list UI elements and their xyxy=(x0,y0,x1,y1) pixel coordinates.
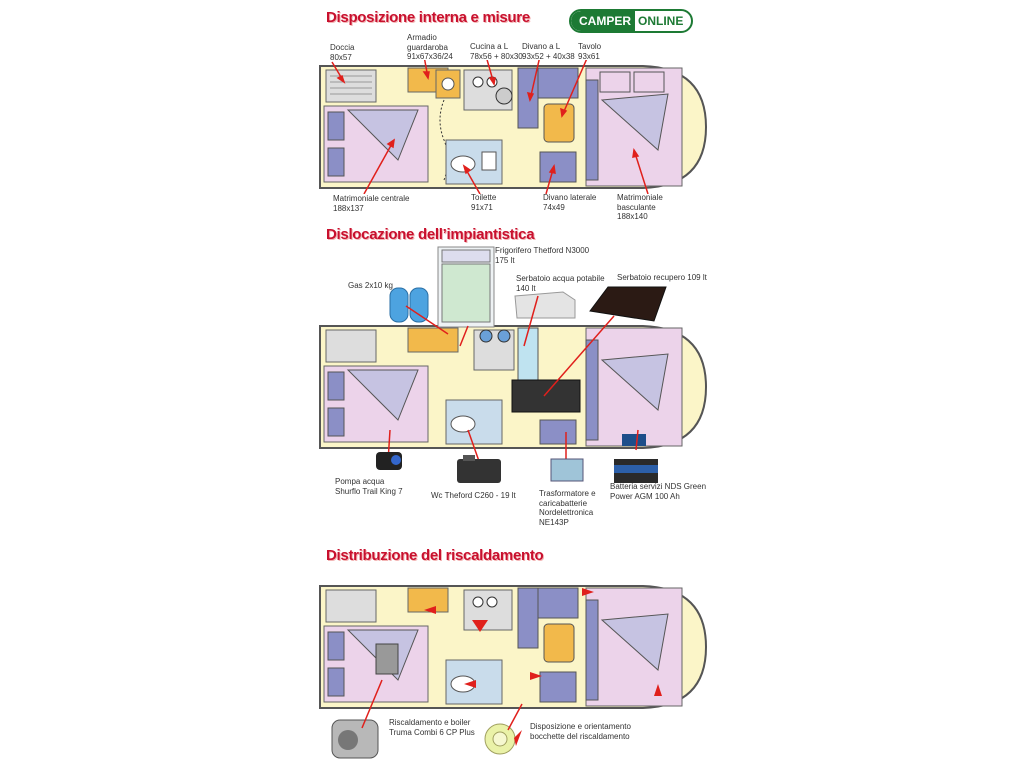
label-cucina: Cucina a L 78x56 + 80x30 xyxy=(470,42,523,61)
floorplan-systems xyxy=(319,325,708,449)
label-pompa: Pompa acqua Shurflo Trail King 7 xyxy=(335,477,403,496)
section-title-heating: Distribuzione del riscaldamento xyxy=(326,547,544,564)
fridge-icon xyxy=(437,246,495,328)
logo-part-online: ONLINE xyxy=(638,14,684,28)
heater-icon xyxy=(331,719,379,759)
label-gas: Gas 2x10 kg xyxy=(348,281,393,290)
label-riscaldamento: Riscaldamento e boiler Truma Combi 6 CP … xyxy=(389,718,475,737)
clean-water-tank-icon xyxy=(514,291,576,319)
label-divano-laterale: Divano laterale 74x49 xyxy=(543,193,597,212)
floorplan-layout xyxy=(319,60,708,194)
label-serbatoio-recupero: Serbatoio recupero 109 lt xyxy=(617,273,707,282)
label-armadio: Armadio guardaroba 91x67x36/24 xyxy=(407,33,453,61)
label-divano-l: Divano a L 93x52 + 40x38 xyxy=(522,42,575,61)
label-matr-basculante: Matrimoniale basculante 188x140 xyxy=(617,193,663,221)
waste-water-tank-icon xyxy=(589,286,667,322)
wc-cassette-icon xyxy=(457,455,501,483)
label-doccia: Doccia 80x57 xyxy=(330,43,355,62)
gas-bottles-icon xyxy=(389,287,429,323)
section-title-systems: Dislocazione dell’impiantistica xyxy=(326,226,535,243)
battery-icon xyxy=(614,459,658,483)
label-bocchette: Disposizione e orientamento bocchette de… xyxy=(530,722,631,741)
vent-icon xyxy=(484,723,516,755)
label-toilette: Toilette 91x71 xyxy=(471,193,497,212)
label-trasformatore: Trasformatore e caricabatterie Nordelett… xyxy=(539,489,596,527)
label-matr-centrale: Matrimoniale centrale 188x137 xyxy=(333,194,410,213)
arrows-systems xyxy=(387,295,639,465)
pump-icon xyxy=(376,452,402,470)
camperonline-logo: CAMPER ONLINE xyxy=(569,9,693,33)
arrows-heating xyxy=(361,679,523,746)
floorplan-heating xyxy=(319,585,708,709)
label-batteria: Batteria servizi NDS Green Power AGM 100… xyxy=(610,482,707,501)
logo-part-camper: CAMPER xyxy=(571,11,636,31)
label-wc: Wc Theford C260 - 19 lt xyxy=(431,491,516,500)
label-serbatoio-potabile: Serbatoio acqua potabile 140 lt xyxy=(516,274,605,293)
label-frigo: Frigorifero Thetford N3000 175 lt xyxy=(495,246,590,265)
charger-icon xyxy=(550,458,584,482)
section-title-layout: Disposizione interna e misure xyxy=(326,9,530,26)
label-tavolo: Tavolo 93x61 xyxy=(578,42,602,61)
